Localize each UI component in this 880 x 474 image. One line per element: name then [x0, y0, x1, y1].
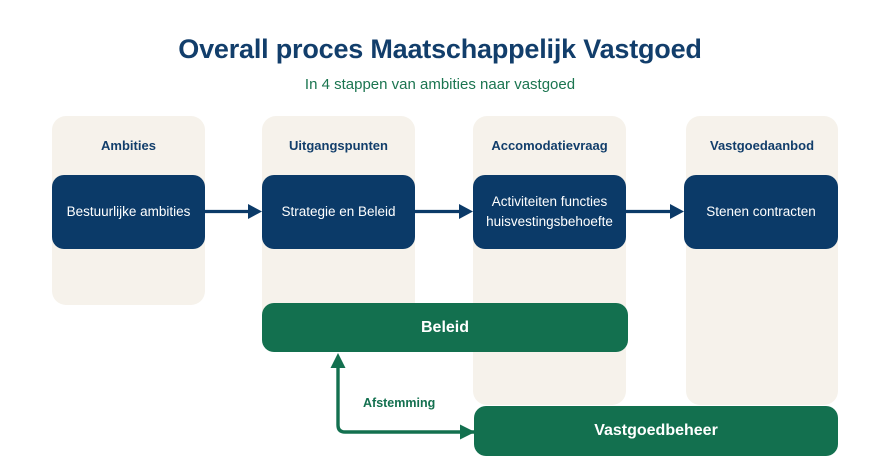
step-box-strategie-en-beleid[interactable]: Strategie en Beleid: [262, 175, 415, 249]
column-header-accomodatievraag: Accomodatievraag: [491, 138, 608, 153]
step-box-accomodatievraag[interactable]: Activiteiten functies huisvestingsbehoef…: [473, 175, 626, 249]
column-header-ambities: Ambities: [101, 138, 156, 153]
arrow-right-icon-2: [415, 204, 473, 219]
column-panel-accomodatievraag: [473, 116, 626, 405]
arrow-right-icon-3: [626, 204, 684, 219]
page-subtitle: In 4 stappen van ambities naar vastgoed: [304, 76, 576, 93]
bar-beleid[interactable]: Beleid: [262, 303, 628, 352]
column-header-vastgoedaanbod: Vastgoedaanbod: [709, 138, 815, 153]
step-box-accomodatievraag-label: Activiteiten functies huisvestingsbehoef…: [486, 194, 613, 229]
column-panel-vastgoedaanbod: [686, 116, 838, 405]
page-title: Overall proces Maatschappelijk Vastgoed: [178, 34, 702, 64]
step-box-stenen-contracten[interactable]: Stenen contracten: [684, 175, 838, 249]
column-header-uitgangspunten: Uitgangspunten: [289, 138, 388, 153]
arrow-right-icon-1: [205, 204, 262, 219]
bar-vastgoedbeheer[interactable]: Vastgoedbeheer: [474, 406, 838, 456]
step-box-bestuurlijke-ambities[interactable]: Bestuurlijke ambities: [52, 175, 205, 249]
loop-label-afstemming: Afstemming: [363, 396, 436, 410]
